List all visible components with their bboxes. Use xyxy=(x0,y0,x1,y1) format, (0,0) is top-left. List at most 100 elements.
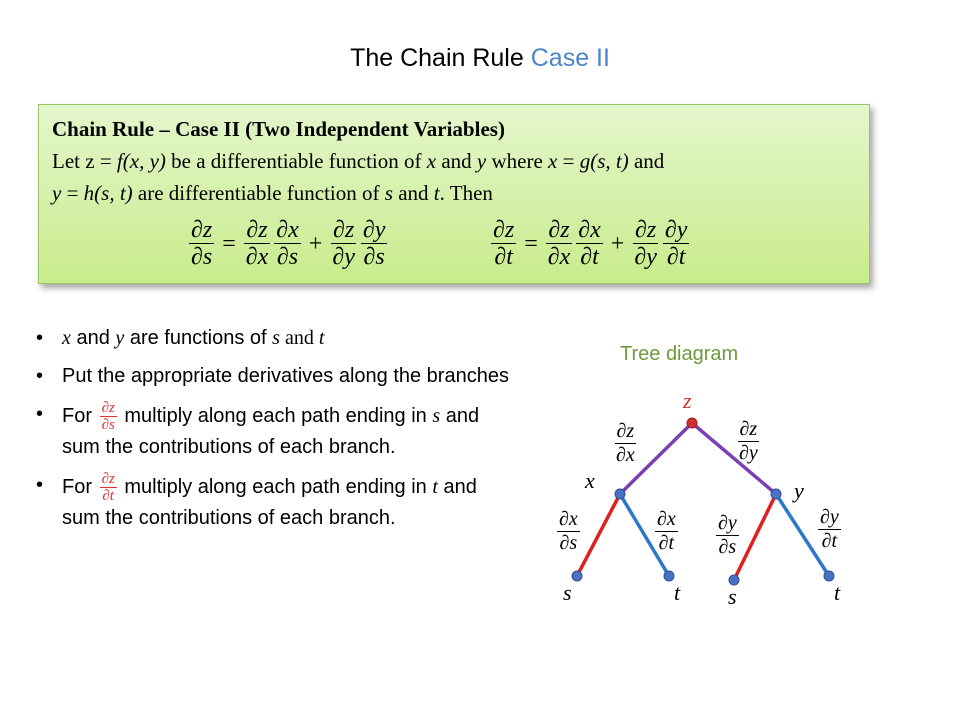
bullet-text: multiply along each path ending in xyxy=(118,475,433,498)
bullet-3: For ∂z∂s multiply along each path ending… xyxy=(36,400,516,462)
edge-label-dx-ds: ∂x∂s xyxy=(557,508,580,555)
node-z-label: z xyxy=(683,388,692,413)
frac-num: ∂x xyxy=(576,217,603,244)
args-st: (s, t) xyxy=(94,181,133,205)
edge-x-s xyxy=(575,493,622,577)
plus-sign: + xyxy=(308,230,323,257)
frac-num: ∂x xyxy=(557,508,580,532)
frac-den: ∂s xyxy=(718,536,737,558)
definition-line-2: y = h(s, t) are differentiable function … xyxy=(52,177,493,209)
frac-num: ∂z xyxy=(330,217,357,244)
var-s: s xyxy=(272,327,280,349)
frac-den: ∂t xyxy=(666,244,686,270)
frac-num: ∂z xyxy=(614,420,637,444)
frac-den: ∂y xyxy=(332,244,355,270)
node-t-right xyxy=(823,570,835,582)
text-eq: = xyxy=(557,149,580,173)
bullet-text: and sum the contributions of each branch… xyxy=(62,475,477,529)
edge-label-dx-dt: ∂x∂t xyxy=(655,508,678,555)
fraction-dz-dt: ∂z∂t xyxy=(99,471,117,504)
title-main: The Chain Rule xyxy=(350,44,524,72)
formula-dz-ds: ∂z∂s = ∂z∂x ∂x∂s + ∂z∂y ∂y∂s xyxy=(187,217,389,270)
text-and: and xyxy=(392,181,434,205)
definition-line-1: Let z = f(x, y) be a differentiable func… xyxy=(52,145,664,177)
frac-den: ∂t xyxy=(821,530,838,552)
frac-num: ∂z xyxy=(99,471,117,488)
definition-box: Chain Rule – Case II (Two Independent Va… xyxy=(38,104,870,284)
page-title: The Chain Rule Case II xyxy=(0,44,960,73)
bullet-text: are functions of xyxy=(124,327,273,349)
frac-num: ∂z xyxy=(737,418,760,442)
edge-z-x xyxy=(618,421,694,496)
fraction-dz-ds: ∂z∂s xyxy=(99,400,117,433)
edge-y-s xyxy=(732,493,778,581)
frac-num: ∂y xyxy=(716,512,739,536)
text-eq: = xyxy=(61,181,84,205)
edge-label-dz-dy: ∂z∂y xyxy=(737,418,760,465)
text-and: and xyxy=(279,327,319,349)
var-t: t xyxy=(318,327,325,349)
edge-label-dy-ds: ∂y∂s xyxy=(716,512,739,559)
node-x xyxy=(614,488,626,500)
frac-num: ∂x xyxy=(274,217,301,244)
var-x: x xyxy=(62,327,71,349)
bullet-list: x and y are functions of s and t Put the… xyxy=(36,324,516,542)
frac-den: ∂t xyxy=(658,532,675,554)
text-where: where xyxy=(486,149,549,173)
var-t: t xyxy=(432,475,438,498)
var-y: y xyxy=(115,327,125,349)
frac-num: ∂z xyxy=(632,217,659,244)
frac-num: ∂z xyxy=(491,217,517,244)
tree-diagram-title: Tree diagram xyxy=(620,343,739,365)
frac-den: ∂s xyxy=(276,244,299,270)
equals-sign: = xyxy=(524,230,538,257)
node-z xyxy=(686,417,698,429)
var-z: z xyxy=(85,149,95,173)
title-case: Case II xyxy=(530,44,610,72)
frac-num: ∂y xyxy=(818,506,841,530)
frac-den: ∂t xyxy=(102,488,114,504)
frac-den: ∂s xyxy=(559,532,578,554)
bullet-4: For ∂z∂t multiply along each path ending… xyxy=(36,471,516,533)
equals-sign: = xyxy=(222,230,236,257)
edge-z-y xyxy=(690,421,778,496)
node-y-label: y xyxy=(794,478,804,503)
var-y: y xyxy=(52,181,62,205)
frac-num: ∂z xyxy=(99,400,117,417)
var-s: s xyxy=(384,181,393,205)
node-t-left xyxy=(663,570,675,582)
var-t: t xyxy=(433,181,440,205)
node-t-left-label: t xyxy=(674,580,681,605)
var-g: g xyxy=(579,149,591,173)
edge-x-t xyxy=(618,493,671,577)
node-t-right-label: t xyxy=(834,580,841,605)
var-y: y xyxy=(476,149,487,173)
var-x: x xyxy=(548,149,558,173)
node-s-left-label: s xyxy=(563,580,572,605)
edge-label-dy-dt: ∂y∂t xyxy=(818,506,841,553)
definition-heading: Chain Rule – Case II (Two Independent Va… xyxy=(52,117,505,141)
text-mid: be a differentiable function of xyxy=(165,149,427,173)
frac-den: ∂x xyxy=(245,244,269,270)
frac-den: ∂x xyxy=(616,444,635,466)
bullet-2: Put the appropriate derivatives along th… xyxy=(36,362,516,391)
node-s-left xyxy=(571,570,583,582)
frac-num: ∂z xyxy=(546,217,572,244)
frac-num: ∂z xyxy=(189,217,215,244)
frac-den: ∂y xyxy=(634,244,657,270)
bullet-text: multiply along each path ending in xyxy=(118,404,433,427)
formula-dz-dt: ∂z∂t = ∂z∂x ∂x∂t + ∂z∂y ∂y∂t xyxy=(489,217,691,270)
node-s-right xyxy=(728,574,740,586)
frac-den: ∂x xyxy=(547,244,571,270)
var-s: s xyxy=(432,404,441,427)
node-x-label: x xyxy=(585,468,595,493)
var-f: f xyxy=(116,149,123,173)
frac-den: ∂t xyxy=(494,244,513,270)
frac-num: ∂x xyxy=(655,508,678,532)
node-y xyxy=(770,488,782,500)
frac-den: ∂s xyxy=(101,417,115,433)
text-and: and xyxy=(436,149,477,173)
bullet-1: x and y are functions of s and t xyxy=(36,324,516,353)
args-xy: (x, y) xyxy=(122,149,166,173)
